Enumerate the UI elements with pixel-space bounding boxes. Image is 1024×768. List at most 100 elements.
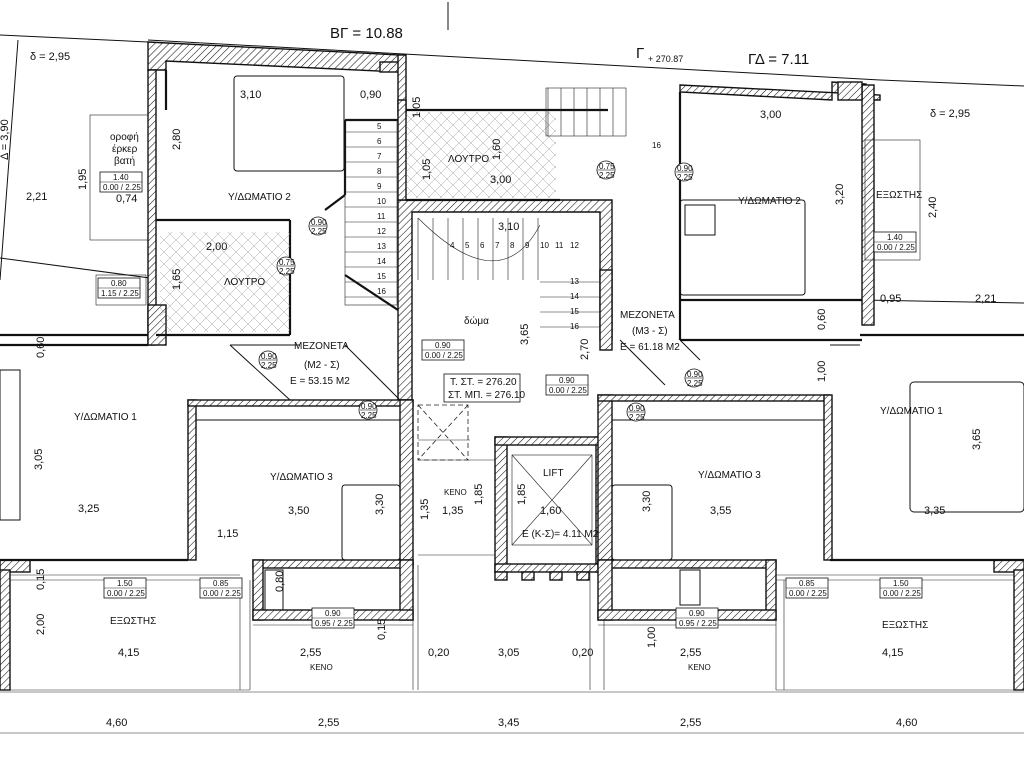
svg-text:0.95 / 2.25: 0.95 / 2.25 <box>679 619 717 628</box>
walls <box>0 41 1024 691</box>
window-tag: 0.900.00 / 2.25 <box>421 339 465 361</box>
room-bedroom1-right: Υ/ΔΩΜΑΤΙΟ 1 <box>880 406 943 417</box>
m2-title: ΜΕΖΟΝΕΤΑ <box>294 341 349 352</box>
svg-text:0.85: 0.85 <box>213 579 229 588</box>
door-tag: 0.902.25 <box>308 216 328 236</box>
svg-text:2.25: 2.25 <box>311 227 327 236</box>
dim-365-center: 3,65 <box>519 324 531 345</box>
svg-text:0.85: 0.85 <box>799 579 815 588</box>
dim-115: 1,15 <box>217 528 238 540</box>
unit-labels: ΜΕΖΟΝΕΤΑ (Μ2 - Σ) Ε = 53.15 Μ2 ΜΕΖΟΝΕΤΑ … <box>290 310 680 540</box>
dim-300-bed: 3,00 <box>760 109 781 121</box>
svg-text:0.90: 0.90 <box>435 341 451 350</box>
dim-310: 3,10 <box>240 89 261 101</box>
dim-325: 3,25 <box>78 503 99 515</box>
door-tag: 0.902.25 <box>684 368 704 388</box>
dim-255-left: 2,55 <box>300 647 321 659</box>
dim-135-h: 1,35 <box>442 505 463 517</box>
svg-text:0.00 / 2.25: 0.00 / 2.25 <box>883 589 921 598</box>
stair-number: 4 <box>450 241 455 250</box>
svg-text:0.00 / 2.25: 0.00 / 2.25 <box>789 589 827 598</box>
room-doma: δώμα <box>464 315 489 327</box>
stair-number: 6 <box>377 137 382 146</box>
dim-240: 2,40 <box>927 197 939 218</box>
dim-335: 3,35 <box>924 505 945 517</box>
stair-number: 14 <box>570 292 579 301</box>
room-void-bottom-right: ΚΕΝΟ <box>688 663 711 672</box>
room-erker-1: οροφή <box>110 131 139 143</box>
svg-text:0.90: 0.90 <box>325 609 341 618</box>
window-tag: 1.400.00 / 2.25 <box>99 171 143 193</box>
stair-number: 11 <box>555 241 564 250</box>
dim-105: 1,05 <box>411 97 423 118</box>
svg-text:2.25: 2.25 <box>687 379 703 388</box>
dim-415-right: 4,15 <box>882 647 903 659</box>
room-void-center: ΚΕΝΟ <box>444 488 467 497</box>
dim-415-left: 4,15 <box>118 647 139 659</box>
dim-330-left: 3,30 <box>374 494 386 515</box>
dim-221-left: 2,21 <box>26 191 47 203</box>
door-tag: 0.902.25 <box>258 350 278 370</box>
dim-135-v: 1,35 <box>419 499 431 520</box>
svg-text:2.25: 2.25 <box>629 413 645 422</box>
window-tag: 0.900.95 / 2.25 <box>311 607 355 629</box>
dim-060-left: 0,60 <box>35 337 47 358</box>
dim-355: 3,55 <box>710 505 731 517</box>
dim-200-b: 2,00 <box>35 614 47 635</box>
window-tag: 1.400.00 / 2.25 <box>873 231 917 253</box>
g-label: Γ <box>636 45 644 62</box>
stair-number: 9 <box>377 182 382 191</box>
room-bath-left: ΛΟΥΤΡΟ <box>224 277 265 288</box>
svg-text:0.90: 0.90 <box>361 402 377 411</box>
svg-text:0.75: 0.75 <box>279 258 295 267</box>
dim-255-right: 2,55 <box>680 647 701 659</box>
m3-title: ΜΕΖΟΝΕΤΑ <box>620 310 675 321</box>
svg-text:0.90: 0.90 <box>677 164 693 173</box>
dim-015-a: 0,15 <box>35 569 47 590</box>
door-tag: 0.902.25 <box>626 402 646 422</box>
stair-number: 7 <box>495 241 500 250</box>
svg-text:2.25: 2.25 <box>599 171 615 180</box>
stair-number: 10 <box>377 197 386 206</box>
dim-bottom-460-right: 4,60 <box>896 717 917 729</box>
room-bedroom3-left: Υ/ΔΩΜΑΤΙΟ 3 <box>270 472 333 483</box>
svg-text:0.00 / 2.25: 0.00 / 2.25 <box>103 183 141 192</box>
stair-number: 11 <box>377 212 386 221</box>
dim-270: 2,70 <box>579 339 591 360</box>
gd-label: ΓΔ = 7.11 <box>748 51 809 68</box>
dim-060-right: 0,60 <box>816 309 828 330</box>
door-tag: 0.752.25 <box>276 256 296 276</box>
annotations: ΒΓ = 10.88 Γ + 270.87 ΓΔ = 7.11 δ = 2,95… <box>0 25 1024 734</box>
dim-020-b: 0,20 <box>572 647 593 659</box>
door-tag: 0.752.25 <box>596 160 616 180</box>
desk-left <box>264 569 284 611</box>
plot-boundaries <box>0 2 1024 693</box>
door-circles: 0.902.250.752.250.752.250.902.250.902.25… <box>258 160 704 422</box>
stair-number: 16 <box>570 322 579 331</box>
room-void-bottom-left: ΚΕΝΟ <box>310 663 333 672</box>
dim-221-right: 2,21 <box>975 293 996 305</box>
furniture <box>0 75 1024 611</box>
dim-160-bath: 1,60 <box>491 139 503 160</box>
room-bedroom3-right: Υ/ΔΩΜΑΤΙΟ 3 <box>698 470 761 481</box>
dim-160-lift: 1,60 <box>540 505 561 517</box>
window-tag: 0.850.00 / 2.25 <box>199 577 243 599</box>
stair-number: 10 <box>540 241 549 250</box>
svg-text:2.25: 2.25 <box>677 173 693 182</box>
svg-text:0.90: 0.90 <box>687 370 703 379</box>
dim-185-b: 1,85 <box>516 484 528 505</box>
dim-020-a: 0,20 <box>428 647 449 659</box>
room-balcony-top-right: ΕΞΩΣΤΗΣ <box>876 190 922 201</box>
svg-text:2.25: 2.25 <box>279 267 295 276</box>
window-tags: 1.400.00 / 2.250.801.15 / 2.250.900.00 /… <box>97 171 923 629</box>
dim-185-a: 1,85 <box>473 484 485 505</box>
svg-text:0.90: 0.90 <box>629 404 645 413</box>
room-bedroom2-right: Υ/ΔΩΜΑΤΙΟ 2 <box>738 196 801 207</box>
level-box <box>443 373 521 403</box>
bed-left-3 <box>341 484 401 561</box>
svg-text:0.00 / 2.25: 0.00 / 2.25 <box>425 351 463 360</box>
dim-d-left-v: Δ = 3,90 <box>0 119 11 160</box>
stair-number: 5 <box>465 241 470 250</box>
m3-area: Ε = 61.18 Μ2 <box>620 342 680 353</box>
